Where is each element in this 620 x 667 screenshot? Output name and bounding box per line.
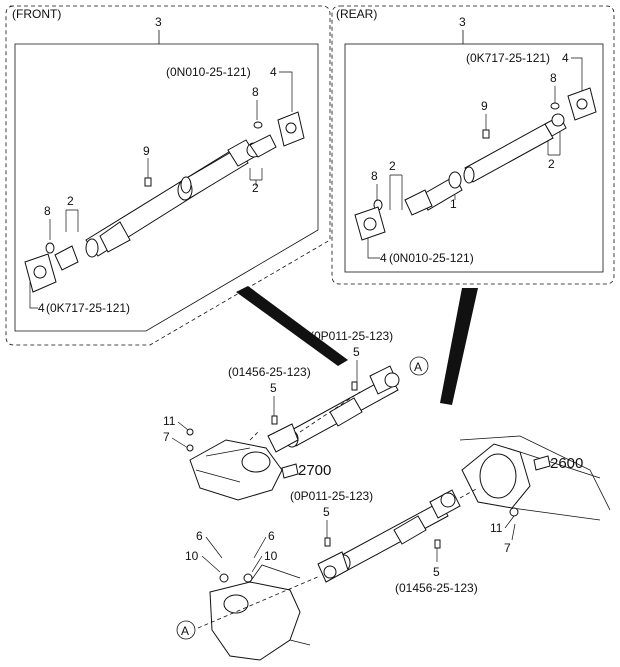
lower-ref-nut-right: 6 (268, 529, 275, 543)
front-ref-joint-top: 2 (252, 181, 259, 195)
rear-code-bottom: (0N010-25-121) (389, 251, 474, 265)
lower-ref-bolt-a: 5 (323, 505, 330, 519)
upper-callout: A (414, 360, 422, 374)
lower-ref-nut-left: 6 (196, 529, 203, 543)
upper-code-bolt-b: (01456-25-123) (228, 365, 311, 379)
lower-ref-bolt-b: 5 (433, 565, 440, 579)
upper-code-bolt-a: (0P011-25-123) (310, 329, 393, 343)
upper-shaft-assembly: (0P011-25-123) 5 (01456-25-123) 5 11 7 A… (163, 329, 429, 501)
lower-callout-circle (176, 620, 196, 640)
lower-ref-washer-rear: 7 (504, 541, 511, 555)
lower-code-bolt-b: (01456-25-123) (395, 581, 478, 595)
transfer-case (209, 564, 311, 661)
upper-ref-washer: 7 (163, 430, 170, 444)
upper-ref-bolt-a: 5 (353, 345, 360, 359)
rear-ref-fitting: 9 (481, 99, 488, 113)
rear-axle: 2600 (459, 435, 611, 521)
rear-code-top: (0K717-25-121) (466, 51, 550, 65)
front-ref-joint-bottom: 2 (67, 194, 74, 208)
rear-title: (REAR) (336, 7, 377, 21)
rear-ref-seal-top: 8 (550, 71, 557, 85)
rear-ref-joint-top: 2 (548, 157, 555, 171)
upper-diff-ref: 2700 (298, 462, 331, 479)
front-title: (FRONT) (12, 7, 61, 21)
rear-assembly-ref: 3 (459, 15, 466, 29)
rear-ref-yoke-top: 4 (562, 51, 569, 65)
front-differential (186, 428, 283, 501)
front-ref-seal-bottom: 8 (44, 204, 51, 218)
rear-ref-joint-bottom: 2 (389, 159, 396, 173)
axle-ref-arrow (533, 455, 551, 471)
front-ref-yoke-bottom: 4 (38, 301, 45, 315)
front-panel: (FRONT) 3 (0N010-25-121) 4 8 9 2 1 2 8 4… (5, 5, 331, 346)
lower-callout: A (181, 624, 189, 638)
front-assembly-ref: 3 (155, 15, 162, 29)
rear-ref-yoke-bottom: 4 (380, 251, 387, 265)
front-code-top: (0N010-25-121) (166, 65, 251, 79)
lower-ref-washer-right: 10 (264, 549, 278, 563)
upper-ref-nut: 11 (163, 414, 176, 428)
front-code-bottom: (0K717-25-121) (46, 301, 130, 315)
rear-panel: (REAR) 3 (0K717-25-121) 4 8 9 2 2 8 1 4 … (331, 5, 615, 285)
rear-ref-seal-bottom: 8 (371, 169, 378, 183)
upper-diff-ref-arrow (281, 463, 299, 479)
lower-shaft-assembly: (0P011-25-123) 5 5 (01456-25-123) 6 10 6… (176, 487, 519, 661)
front-callout-wedge (236, 286, 348, 366)
rear-shaft-drawing (354, 87, 597, 241)
lower-ref-nut-rear: 11 (490, 521, 503, 535)
rear-ref-boot: 1 (450, 197, 457, 211)
front-ref-seal-top: 8 (252, 85, 259, 99)
lower-code-bolt-a: (0P011-25-123) (290, 489, 373, 503)
front-ref-fitting: 9 (143, 144, 150, 158)
axle-ref: 2600 (550, 455, 583, 472)
lower-ref-washer-left: 10 (185, 549, 199, 563)
front-ref-yoke-top: 4 (270, 65, 277, 79)
rear-callout-wedge (440, 288, 478, 405)
upper-callout-circle (409, 356, 429, 376)
front-shaft-drawing (24, 111, 305, 293)
upper-ref-bolt-b: 5 (270, 381, 277, 395)
